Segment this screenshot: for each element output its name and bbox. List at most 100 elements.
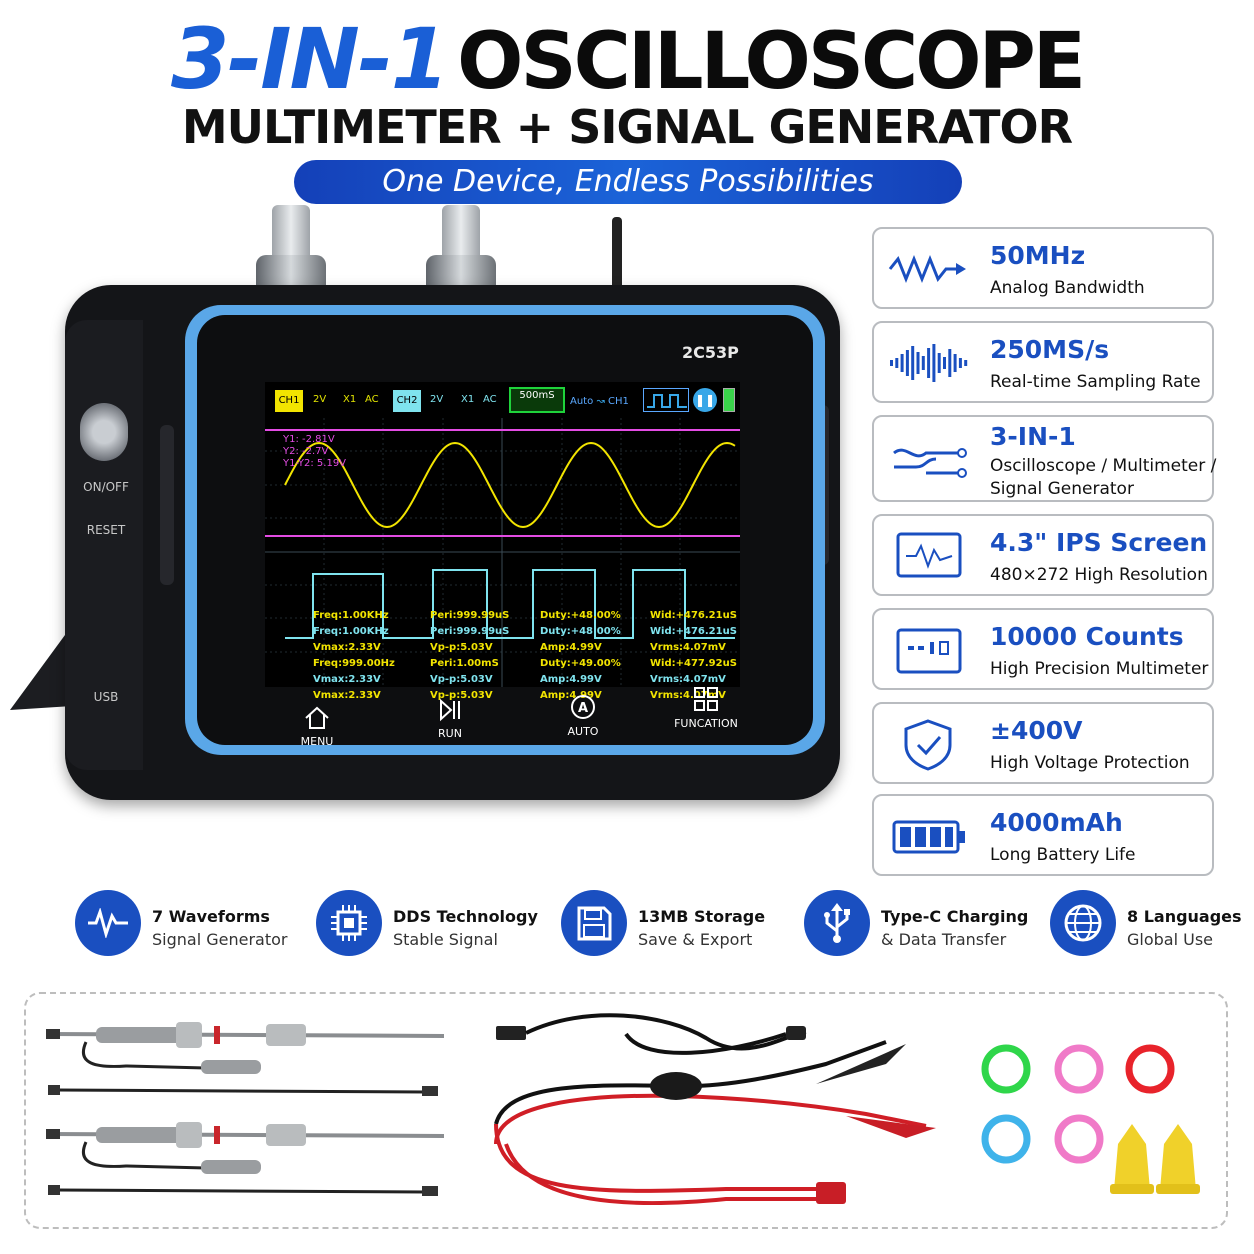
play-pause-icon <box>440 698 460 722</box>
spec-sub: Analog Bandwidth <box>990 278 1145 298</box>
measurement-col3-2: Amp:4.99V <box>540 642 602 653</box>
oscilloscope-device: ON/OFF RESET USB 2C53P CH1 2V X1 AC CH2 … <box>10 205 870 825</box>
insulating-caps <box>1110 1124 1200 1194</box>
sound-bar <box>905 350 909 376</box>
spec-card-bandwidth: 50MHz Analog Bandwidth <box>872 227 1214 309</box>
spec-sub: Oscilloscope / Multimeter / <box>990 456 1217 476</box>
counter-icon <box>896 628 962 674</box>
feature-sub: & Data Transfer <box>881 930 1007 949</box>
sound-bar <box>948 349 952 377</box>
function-button[interactable]: FUNCATION <box>661 685 751 730</box>
measurement-col2-1: Peri:999.99uS <box>430 626 510 637</box>
subtitle: MULTIMETER + SIGNAL GENERATOR <box>181 100 1073 154</box>
menu-button-label: MENU <box>300 735 334 748</box>
menu-button[interactable]: MENU <box>272 705 362 748</box>
measurement-col4-3: Wid:+477.92uS <box>650 658 737 669</box>
test-leads <box>494 1040 936 1206</box>
run-button-label: RUN <box>438 727 462 740</box>
waveform-preview-icon <box>643 388 689 412</box>
trigger-source: CH1 <box>607 396 629 407</box>
timebase-value: 500mS <box>519 390 555 401</box>
cursor-y1: Y1: -2.81V <box>283 434 335 445</box>
timebase-indicator[interactable]: 500mS <box>509 387 565 413</box>
measurement-col2-3: Peri:1.00mS <box>430 658 499 669</box>
measurement-col3-3: Duty:+49.00% <box>540 658 621 669</box>
auto-button[interactable]: A AUTO <box>538 693 628 738</box>
title-accent: 3-IN-1 <box>170 10 449 108</box>
floppy-icon <box>577 906 612 941</box>
measurement-col4-2: Vrms:4.07mV <box>650 642 726 653</box>
feature-sub: Signal Generator <box>152 930 288 949</box>
trigger-mode[interactable]: Auto ↝ CH1 <box>570 396 629 407</box>
feature-title: 8 Languages <box>1127 907 1242 926</box>
feature-storage: 13MB Storage Save & Export <box>561 890 781 960</box>
measurement-col2-0: Peri:999.99uS <box>430 610 510 621</box>
feature-sub: Global Use <box>1127 930 1214 949</box>
feature-languages: 8 Languages Global Use <box>1050 890 1242 960</box>
function-button-label: FUNCATION <box>674 717 738 730</box>
spec-card-battery: 4000mAh Long Battery Life <box>872 794 1214 876</box>
sound-bar <box>927 348 931 378</box>
measurement-col1-4: Vmax:2.33V <box>313 674 381 685</box>
measurement-col2-2: Vp-p:5.03V <box>430 642 493 653</box>
accessories-panel <box>24 992 1228 1229</box>
ring-0 <box>981 1044 1031 1094</box>
spec-card-sampling: 250MS/s Real-time Sampling Rate <box>872 321 1214 403</box>
sound-bar <box>958 358 962 368</box>
ring-4 <box>1054 1114 1104 1164</box>
side-panel <box>65 320 143 770</box>
sound-bar <box>937 353 941 373</box>
side-label-onoff: ON/OFF <box>83 480 129 494</box>
pause-icon[interactable]: ❚❚ <box>693 388 717 412</box>
ring-2 <box>1125 1044 1175 1094</box>
sound-bar <box>911 346 915 380</box>
spec-sub: Real-time Sampling Rate <box>990 372 1201 392</box>
sound-bar <box>943 357 946 369</box>
feature-title: 13MB Storage <box>638 907 766 926</box>
spec-card-screen: 4.3" IPS Screen 480×272 High Resolution <box>872 514 1214 596</box>
power-button[interactable] <box>80 403 128 461</box>
measurement-col2-5: Vp-p:5.03V <box>430 690 493 701</box>
ch1-badge[interactable]: CH1 <box>275 390 303 412</box>
wave-arrow-icon <box>888 254 966 284</box>
auto-button-label: AUTO <box>567 725 599 738</box>
globe-icon <box>1064 904 1102 942</box>
measurement-col1-5: Vmax:2.33V <box>313 690 381 701</box>
feature-waveforms: 7 Waveforms Signal Generator <box>75 890 295 960</box>
sound-bar <box>900 354 904 372</box>
battery-level-icon <box>723 388 735 412</box>
run-button[interactable]: RUN <box>405 697 495 740</box>
ring-1 <box>1054 1044 1104 1094</box>
measurement-col4-1: Wid:+476.21uS <box>650 626 737 637</box>
measurement-col1-2: Vmax:2.33V <box>313 642 381 653</box>
sound-wave-icon <box>890 344 968 382</box>
spec-card-counts: 10000 Counts High Precision Multimeter <box>872 608 1214 690</box>
spec-sub: 480×272 High Resolution <box>990 565 1208 585</box>
ch2-badge[interactable]: CH2 <box>393 390 421 412</box>
measurement-col4-0: Wid:+476.21uS <box>650 610 737 621</box>
side-label-reset: RESET <box>86 523 126 537</box>
usb-cable <box>496 1013 807 1055</box>
spec-sub: High Precision Multimeter <box>990 659 1209 679</box>
spec-card-3in1: 3-IN-1 Oscilloscope / Multimeter / Signa… <box>872 415 1217 502</box>
measurement-col2-4: Vp-p:5.03V <box>430 674 493 685</box>
svg-text:A: A <box>578 701 588 716</box>
probe-2 <box>46 1122 445 1196</box>
auto-icon: A <box>571 695 595 719</box>
grid-icon <box>694 687 718 711</box>
spec-sub: High Voltage Protection <box>990 753 1190 773</box>
trigger-edge-icon: ↝ <box>596 396 605 407</box>
cursor-y1y2: Y1-Y2: 5.19V <box>283 458 347 469</box>
ch2-probe: X1 <box>461 394 475 405</box>
spec-title: 50MHz <box>990 241 1086 270</box>
scope-screen[interactable]: CH1 2V X1 AC CH2 2V X1 AC 500mS Auto ↝ C… <box>265 382 740 701</box>
cursor-y2: Y2: -2.7V <box>283 446 329 457</box>
spec-title: 250MS/s <box>990 335 1110 364</box>
sound-bar <box>921 356 925 370</box>
status-bar: CH1 2V X1 AC CH2 2V X1 AC 500mS Auto ↝ C… <box>265 382 740 418</box>
home-icon <box>305 706 329 729</box>
ch2-coupling: AC <box>483 394 497 405</box>
shield-icon <box>904 719 952 771</box>
spec-title: 3-IN-1 <box>990 422 1076 451</box>
